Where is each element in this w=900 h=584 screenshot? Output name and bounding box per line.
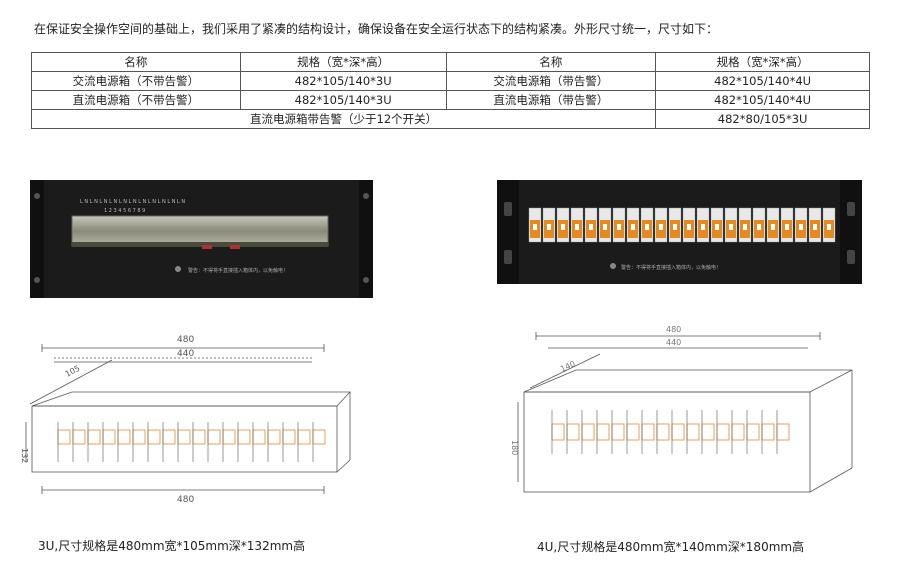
slot-icon (641, 410, 655, 454)
breaker-icon (668, 207, 682, 243)
breaker-icon (570, 207, 584, 243)
breaker-icon (626, 207, 640, 243)
header-spec-1: 规格（宽*深*高） (239, 52, 447, 72)
table-cell: 直流电源箱（不带告警） (31, 90, 241, 110)
slot-icon (237, 422, 251, 462)
breaker-icon (724, 207, 738, 243)
slot-icon (746, 410, 760, 454)
drawing-4u: 480 440 140 180 (510, 325, 853, 493)
breaker-icon (584, 207, 598, 243)
slot-icon (596, 410, 610, 454)
breaker-icon (542, 207, 556, 243)
slot-icon (312, 422, 326, 462)
dim-3u-width-top: 480 (177, 335, 194, 345)
slot-icon (701, 410, 715, 454)
breaker-icon (654, 207, 668, 243)
table-header-row: 名称 规格（宽*深*高） 名称 规格（宽*深*高） (31, 52, 870, 72)
slot-icon (177, 422, 191, 462)
drawing-3u: 480 440 105 132 480 (20, 335, 351, 505)
slot-icon (102, 422, 116, 462)
header-name-2: 名称 (445, 52, 657, 72)
slot-icon (656, 410, 670, 454)
dim-4u-height: 180 (510, 440, 519, 455)
slot-icon (626, 410, 640, 454)
table-cell: 交流电源箱（带告警） (445, 71, 657, 91)
slot-icon (686, 410, 700, 454)
dim-3u-inner: 440 (177, 349, 194, 359)
breaker-icon (752, 207, 766, 243)
slot-icon (207, 422, 221, 462)
caption-4u: 4U,尺寸规格是480mm宽*140mm深*180mm高 (537, 540, 805, 554)
breaker-icon (528, 207, 542, 243)
breaker-icon (696, 207, 710, 243)
table-cell: 482*105/140*3U (239, 90, 447, 110)
slot-icon (147, 422, 161, 462)
slot-icon (566, 410, 580, 454)
photo-3u-unit: L N L N L N L N L N L N L N L N L N L N … (30, 180, 373, 298)
slot-icon (222, 422, 236, 462)
slot-icon (716, 410, 730, 454)
slot-icon (117, 422, 131, 462)
dim-3u-width-bottom: 480 (177, 495, 194, 505)
table-cell: 482*105/140*4U (655, 71, 870, 91)
slot-icon (671, 410, 685, 454)
breaker-icon (682, 207, 696, 243)
dim-4u-depth: 140 (559, 359, 577, 374)
breaker-icon (556, 207, 570, 243)
table-row: 交流电源箱（不带告警） 482*105/140*3U 交流电源箱（带告警） 48… (31, 71, 870, 91)
header-name-1: 名称 (31, 52, 241, 72)
slot-icon (267, 422, 281, 462)
slot-icon (581, 410, 595, 454)
table-cell: 直流电源箱（带告警） (445, 90, 657, 110)
breaker-icon (640, 207, 654, 243)
breaker-icon (808, 207, 822, 243)
slot-icon (252, 422, 266, 462)
breaker-icon (598, 207, 612, 243)
dim-4u-width-top: 480 (666, 325, 681, 334)
intro-text: 在保证安全操作空间的基础上，我们采用了紧凑的结构设计，确保设备在安全运行状态下的… (34, 22, 719, 36)
slot-icon (761, 410, 775, 454)
slot-icon (57, 422, 71, 462)
table-row: 直流电源箱带告警（少于12个开关） 482*80/105*3U (30, 109, 870, 129)
svg-text:L N L N L N L N L N L N L N L: L N L N L N L N L N L N L N L N L N L N … (80, 199, 185, 205)
table-cell: 482*80/105*3U (655, 109, 870, 129)
slot-icon (551, 410, 565, 454)
slot-icon (72, 422, 86, 462)
slot-icon (611, 410, 625, 454)
photo-3u-warning: 警告：不得将手直接插入箱体内，以免触电！ (188, 267, 288, 274)
photo-4u-warning: 警告：不得将手直接插入箱体内，以免触电！ (621, 264, 721, 271)
breaker-icon (738, 207, 752, 243)
slot-icon (132, 422, 146, 462)
spec-table: 名称 规格（宽*深*高） 名称 规格（宽*深*高） 交流电源箱（不带告警） 48… (30, 52, 870, 129)
slot-icon (192, 422, 206, 462)
table-cell: 482*105/140*3U (239, 71, 447, 91)
dim-3u-depth: 105 (64, 364, 82, 379)
table-cell: 482*105/140*4U (655, 90, 870, 110)
table-cell: 交流电源箱（不带告警） (31, 71, 241, 91)
photo-4u-unit: 警告：不得将手直接插入箱体内，以免触电！ (497, 180, 862, 284)
breaker-icon (766, 207, 780, 243)
breaker-icon (780, 207, 794, 243)
dim-3u-height: 132 (20, 448, 29, 463)
dim-4u-inner: 440 (666, 338, 681, 347)
slot-icon (162, 422, 176, 462)
breaker-icon (822, 207, 836, 243)
svg-text:1 2 3 4 5 6: 1 2 3 4 5 6 7 8 9 (104, 208, 145, 214)
table-cell: 直流电源箱带告警（少于12个开关） (30, 109, 657, 129)
breaker-icon (612, 207, 626, 243)
slot-icon (282, 422, 296, 462)
table-row: 直流电源箱（不带告警） 482*105/140*3U 直流电源箱（带告警） 48… (31, 90, 870, 110)
header-spec-2: 规格（宽*深*高） (655, 52, 870, 72)
breaker-icon (794, 207, 808, 243)
slot-icon (297, 422, 311, 462)
slot-icon (731, 410, 745, 454)
slot-icon (776, 410, 790, 454)
caption-3u: 3U,尺寸规格是480mm宽*105mm深*132mm高 (38, 539, 306, 553)
breaker-icon (710, 207, 724, 243)
slot-icon (87, 422, 101, 462)
